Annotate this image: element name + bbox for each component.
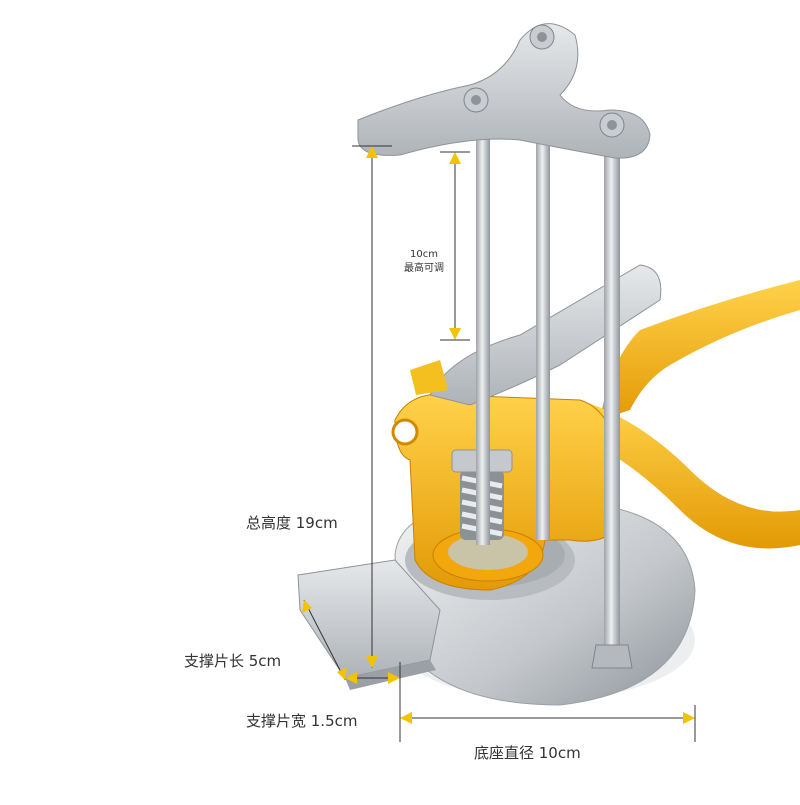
adjust-range-text: 最高可调	[404, 263, 444, 274]
adjust-range-label: 10cm 最高可调	[392, 248, 456, 276]
top-plate	[357, 23, 651, 159]
yellow-clamp-body	[391, 393, 616, 591]
yellow-handle	[580, 280, 800, 549]
rods	[476, 60, 620, 650]
bottom-nut	[591, 644, 633, 669]
dimension-arrows	[302, 146, 695, 724]
plate-width-label: 支撑片宽 1.5cm	[246, 712, 358, 730]
base-diameter-label: 底座直径 10cm	[474, 744, 581, 762]
plate-length-label: 支撑片长 5cm	[184, 652, 282, 670]
total-height-label: 总高度 19cm	[246, 514, 338, 532]
adjust-range-value: 10cm	[410, 249, 438, 260]
